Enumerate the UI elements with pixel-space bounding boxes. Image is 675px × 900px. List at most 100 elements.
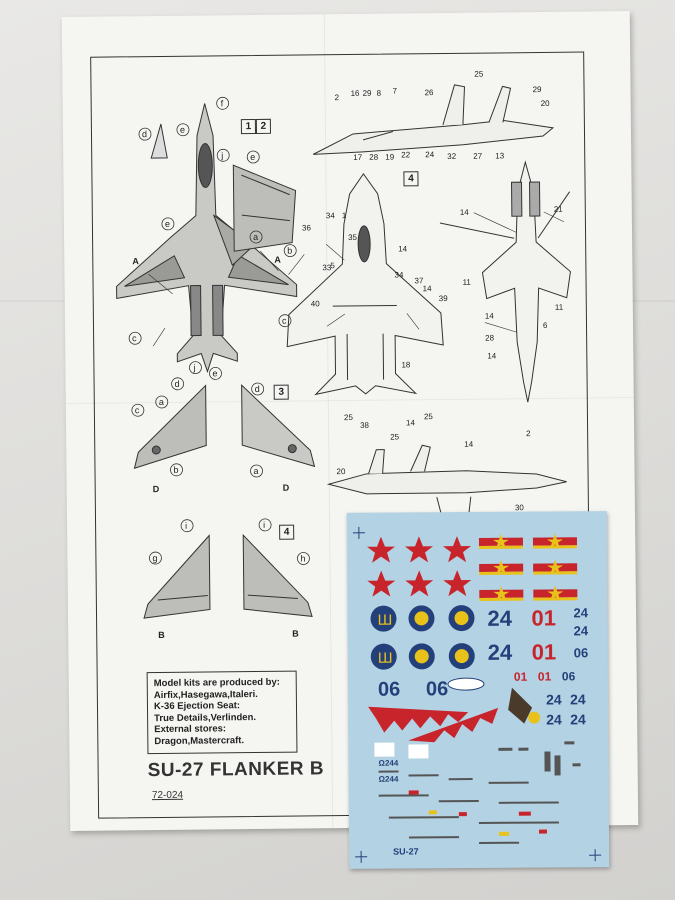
svg-text:24: 24	[425, 150, 435, 159]
decal-number-01-b: 01	[531, 639, 557, 665]
step-number-2: 2	[255, 118, 271, 134]
svg-text:g: g	[152, 553, 157, 563]
svg-text:18: 18	[401, 360, 411, 369]
svg-text:34: 34	[326, 211, 336, 220]
svg-text:32: 32	[447, 152, 457, 161]
svg-text:i: i	[263, 520, 265, 530]
step-number-4: 4	[279, 524, 295, 540]
svg-text:a: a	[159, 397, 164, 407]
svg-text:29: 29	[532, 85, 542, 94]
decal-footer-label: SU-27	[393, 846, 419, 857]
manufacturer-credits: Model kits are produced by: Airfix,Haseg…	[146, 670, 298, 755]
chinese-flag-stripes	[478, 533, 578, 601]
wing-panels-step4	[143, 533, 313, 619]
svg-text:e: e	[165, 219, 170, 229]
svg-text:26: 26	[425, 88, 435, 97]
svg-text:25: 25	[474, 70, 484, 79]
svg-text:14: 14	[485, 311, 495, 320]
svg-text:20: 20	[541, 99, 551, 108]
svg-text:b: b	[287, 246, 292, 256]
svg-text:19: 19	[385, 153, 395, 162]
svg-text:a: a	[253, 232, 258, 242]
svg-text:16: 16	[351, 89, 361, 98]
svg-text:14: 14	[406, 418, 416, 427]
svg-text:a: a	[253, 466, 258, 476]
svg-text:36: 36	[302, 223, 312, 232]
svg-text:21: 21	[554, 205, 564, 214]
decal-number-01-a: 01	[531, 605, 557, 631]
svg-text:34: 34	[394, 270, 404, 279]
svg-text:17: 17	[353, 153, 363, 162]
stencil-markings	[374, 741, 581, 844]
svg-text:D: D	[283, 483, 290, 493]
su27-top-view-camo	[116, 103, 298, 374]
svg-text:14: 14	[398, 244, 408, 253]
svg-text:28: 28	[369, 153, 379, 162]
svg-text:A: A	[132, 256, 139, 266]
svg-text:2: 2	[526, 429, 531, 438]
svg-text:14: 14	[464, 440, 474, 449]
decal-number-01-c: 01	[513, 669, 528, 684]
svg-text:33: 33	[322, 263, 332, 272]
svg-text:i: i	[185, 521, 187, 531]
decal-graphics: Ш Ш	[352, 526, 602, 863]
ukrainian-roundels: Ш Ш	[370, 605, 475, 670]
svg-text:14: 14	[423, 284, 433, 293]
svg-text:Ш: Ш	[377, 613, 392, 629]
svg-text:h: h	[300, 553, 305, 563]
svg-text:39: 39	[439, 294, 449, 303]
svg-text:f: f	[221, 98, 224, 108]
su27-bottom-view	[439, 160, 571, 403]
svg-text:d: d	[175, 379, 180, 389]
shark-mouth-decal	[368, 677, 499, 743]
svg-text:d: d	[142, 129, 147, 139]
svg-text:d: d	[255, 384, 260, 394]
svg-text:20: 20	[336, 467, 346, 476]
decal-number-24-c: 24	[573, 623, 589, 639]
svg-text:25: 25	[424, 412, 434, 421]
decal-number-06-a: 06	[573, 645, 589, 661]
decal-number-01-d: 01	[537, 669, 552, 684]
decal-number-24-a: 24	[487, 605, 513, 631]
red-star-icons	[366, 536, 472, 597]
instruction-sheet: d e f j e e a b c c e j c a d b d a i i …	[61, 11, 639, 831]
aircraft-drawings: d e f j e e a b c c e j c a d b d a i i …	[116, 70, 571, 640]
svg-text:B: B	[292, 629, 299, 639]
svg-text:D: D	[153, 484, 160, 494]
svg-text:40: 40	[311, 299, 321, 308]
decal-number-24-g: 24	[546, 711, 562, 728]
svg-text:2: 2	[335, 93, 340, 102]
decal-number-24-h: 24	[570, 711, 586, 728]
step-number-3: 3	[273, 384, 289, 400]
su27-side-view-upper	[312, 84, 555, 155]
svg-text:29: 29	[363, 89, 373, 98]
decal-number-06-d: 06	[561, 669, 576, 684]
registration-marks	[352, 526, 602, 863]
decal-sheet: Ш Ш	[346, 511, 610, 869]
svg-text:22: 22	[401, 150, 411, 159]
svg-text:6: 6	[543, 321, 548, 330]
svg-text:c: c	[282, 316, 287, 326]
credits-line-1: Model kits are produced by:	[153, 676, 280, 690]
su27-side-view-lower	[326, 444, 567, 514]
svg-text:11: 11	[555, 303, 564, 312]
svg-text:b: b	[173, 465, 178, 475]
kit-code: 72-024	[151, 789, 184, 802]
svg-text:27: 27	[473, 152, 483, 161]
kit-title: SU-27 FLANKER B	[147, 758, 325, 782]
step-number-4-side: 4	[403, 171, 419, 187]
svg-text:j: j	[220, 150, 223, 160]
su27-top-view-plain	[286, 172, 444, 396]
svg-text:B: B	[158, 630, 165, 640]
svg-text:e: e	[250, 152, 255, 162]
svg-text:37: 37	[414, 276, 424, 285]
svg-text:14: 14	[487, 351, 497, 360]
step-number-1: 1	[240, 118, 256, 135]
decal-serial-a: Ω244	[378, 758, 399, 768]
svg-text:Ш: Ш	[378, 651, 393, 667]
decal-number-06-b: 06	[377, 678, 401, 701]
decal-number-06-c: 06	[425, 678, 449, 701]
decal-number-24-f: 24	[570, 691, 586, 708]
svg-text:11: 11	[463, 278, 472, 287]
svg-text:30: 30	[515, 503, 525, 512]
